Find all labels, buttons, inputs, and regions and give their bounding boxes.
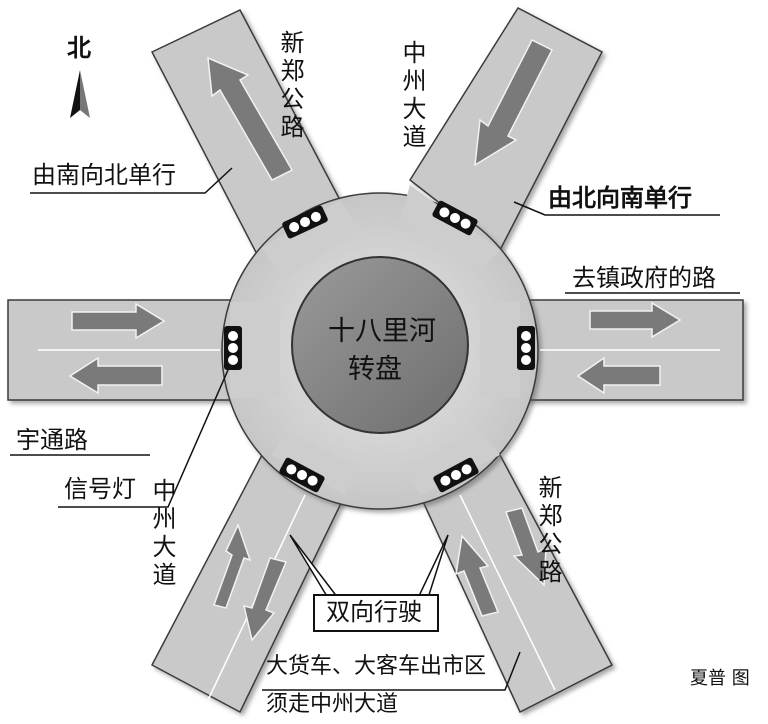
arrow-east-west-in bbox=[576, 356, 661, 395]
traffic-lights bbox=[224, 200, 535, 493]
signal-nw bbox=[282, 205, 328, 239]
arrow-se-out bbox=[505, 507, 547, 587]
road-label-zhongzhou-south: 中州大道 bbox=[148, 478, 176, 590]
road-label-xinzheng-north: 新郑公路 bbox=[276, 30, 304, 142]
road-label-town-gov: 去镇政府的路 bbox=[572, 264, 716, 292]
two-way-callout-box bbox=[313, 594, 439, 632]
road-label-yutong: 宇通路 bbox=[16, 426, 88, 454]
arrow-west-west-out bbox=[68, 356, 163, 395]
leader-signal bbox=[58, 369, 229, 508]
note-one-way-south: 由北向南单行 bbox=[548, 184, 692, 212]
signal-e bbox=[517, 326, 535, 370]
road-label-zhongzhou-north: 中州大道 bbox=[398, 40, 426, 152]
roundabout-name-line1: 十八里河 bbox=[328, 316, 436, 347]
arrow-east-east-out bbox=[589, 301, 682, 339]
note-one-way-north: 由南向北单行 bbox=[32, 161, 176, 189]
compass-north-label: 北 bbox=[67, 34, 91, 62]
roundabout-name-line2: 转盘 bbox=[348, 354, 402, 385]
center-island bbox=[291, 256, 469, 434]
arrow-sw-in bbox=[213, 522, 252, 609]
arrow-north-one-way bbox=[207, 56, 294, 181]
arrow-sw-out bbox=[242, 557, 288, 642]
note-truck-line1: 大货车、大客车出市区 bbox=[266, 654, 487, 679]
north-arrow-icon bbox=[70, 70, 90, 118]
note-signal-light: 信号灯 bbox=[64, 475, 136, 503]
signal-sw bbox=[279, 457, 325, 493]
note-two-way: 双向行驶 bbox=[326, 598, 422, 626]
arrow-south-one-way bbox=[474, 38, 554, 167]
credit-label: 夏普 图 bbox=[690, 668, 750, 689]
signal-ne bbox=[432, 200, 478, 236]
road-label-xinzheng-south: 新郑公路 bbox=[534, 475, 562, 587]
signal-se bbox=[433, 457, 479, 493]
arrow-west-east-in bbox=[71, 302, 166, 340]
arrow-se-in bbox=[455, 534, 500, 617]
leader-one-way-south bbox=[513, 201, 720, 216]
note-truck-line2: 须走中州大道 bbox=[266, 692, 399, 717]
leader-truck bbox=[262, 651, 521, 691]
direction-arrows bbox=[68, 38, 682, 642]
leader-lines bbox=[10, 167, 740, 691]
leader-one-way-north bbox=[30, 167, 233, 194]
signal-w bbox=[224, 326, 242, 370]
